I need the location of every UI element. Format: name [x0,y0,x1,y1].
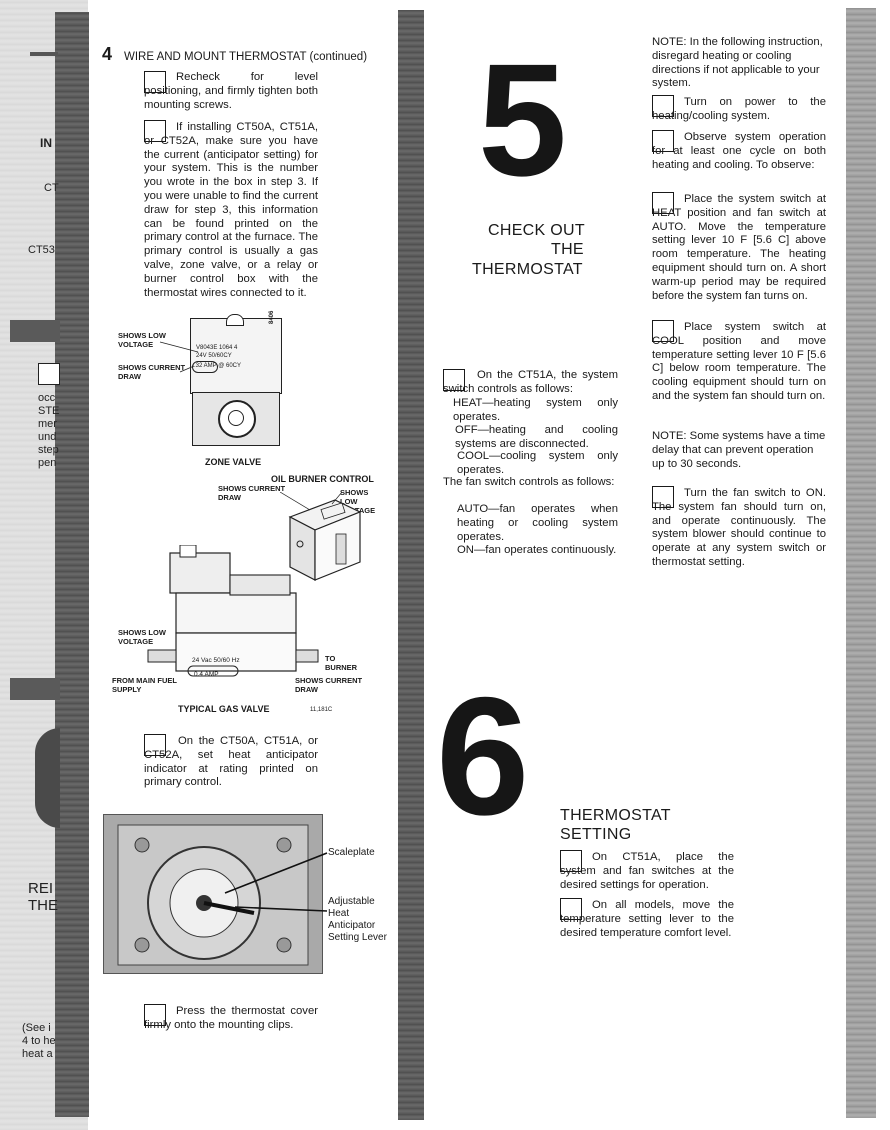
gas-valve-caption: TYPICAL GAS VALVE [178,704,270,714]
section5-title-line2: THE [551,241,584,258]
zone-valve-leader-lines [159,341,199,373]
fragment: heat a [22,1048,53,1060]
step-checkbox[interactable] [560,850,582,872]
fragment: (See i [22,1022,51,1034]
section5-title-line3: THERMOSTAT [472,261,583,278]
ct51a-intro: On the CT51A, the system switch controls… [443,369,618,395]
step-checkbox[interactable] [443,369,465,391]
zone-valve-amp: .32 AMP @ 60CY [194,363,242,369]
section5-step4: Place system switch at COOL position and… [652,321,826,402]
oil-burner-current-draw-label: SHOWS CURRENT DRAW [218,484,286,502]
photo-scaleplate-label: Scaleplate [328,847,375,858]
step-checkbox[interactable] [652,192,674,214]
photo-leader-lines [224,852,328,912]
left-binding-strip [55,12,89,1117]
left-bar-1 [10,320,60,342]
step-checkbox[interactable] [652,320,674,342]
gas-valve-figure-code: 11,181C [310,707,333,713]
section4-step1: Recheck for level positioning, and firml… [144,71,318,111]
zone-valve-rating: 24V 50/60CY [196,353,232,359]
section5-note1: NOTE: In the following instruction, disr… [652,36,823,90]
fragment: STE [38,405,60,417]
step-checkbox[interactable] [144,71,166,93]
section6-title-line1: THERMOSTAT [560,807,671,824]
thermostat-photo [103,814,323,974]
gas-valve-to-burner: TO BURNER [325,654,358,672]
step-checkbox[interactable] [652,95,674,117]
fragment: und [38,431,57,443]
step-checkbox[interactable] [144,1004,166,1026]
zone-valve-side-code: 8406 [269,310,275,324]
fan-intro: The fan switch controls as follows: [443,476,615,488]
fragment: IN [40,136,52,150]
zone-valve-current-draw-label: SHOWS CURRENT DRAW [118,363,186,381]
step-checkbox[interactable] [560,898,582,920]
gas-valve-amp: 0.4 AMP [194,671,219,678]
left-partial-digit [35,728,60,828]
section4-step3: On the CT50A, CT51A, or CT52A, set heat … [144,735,318,789]
section4-step4: Press the thermostat cover firmly onto t… [144,1005,318,1031]
gas-valve-current-draw-label: SHOWS CURRENT DRAW [295,676,363,694]
fragment: occ [38,392,56,404]
zone-valve-low-voltage-label: SHOWS LOW VOLTAGE [118,331,166,349]
fragment: THE [28,897,58,914]
gas-valve-low-voltage-label: SHOWS LOW VOLTAGE [118,628,166,646]
section6-step1: On CT51A, place the system and fan switc… [560,851,734,891]
zone-valve-tab [226,314,244,326]
ct51a-cool: COOL—cooling system only operates. [457,450,618,476]
zone-valve-caption: ZONE VALVE [205,457,262,467]
ct51a-heat: HEAT—heating system only operates. [453,397,618,423]
section5-step1: Turn on power to the heating/cooling sys… [652,96,826,122]
fragment: pen [38,457,57,469]
section4-title: WIRE AND MOUNT THERMOSTAT (continued) [124,51,368,63]
section5-number: 5 [478,30,567,209]
fragment: CT [44,182,59,194]
section5-step5: Turn the fan switch to ON. The system fa… [652,487,826,568]
section4-step2: If installing CT50A, CT51A, or CT52A, ma… [144,121,318,299]
section5-step2: Observe system operation for at least on… [652,131,826,171]
fragment: REI [28,880,54,897]
section6-number: 6 [436,662,530,850]
fragment: 4 to he [22,1035,56,1047]
step-checkbox[interactable] [652,486,674,508]
right-edge-strip [846,8,876,1118]
section5-title-line1: CHECK OUT [488,222,585,239]
ct51a-off: OFF—heating and cooling systems are disc… [455,424,618,450]
fragment: CT53 [28,244,55,256]
fan-auto: AUTO—fan operates when heating or coolin… [457,503,618,543]
fan-on: ON—fan operates continuously. [457,544,617,556]
gas-valve-from-supply: FROM MAIN FUEL SUPPLY [112,676,177,694]
step-checkbox[interactable] [144,734,166,756]
step-checkbox[interactable] [144,120,166,142]
section5-step3: Place the system switch at HEAT position… [652,193,826,302]
section6-title-line2: SETTING [560,826,632,843]
fragment: step [38,444,59,456]
photo-lever-label: Adjustable Heat Anticipator Setting Leve… [328,896,387,943]
section6-step2: On all models, move the temperature sett… [560,899,734,939]
fragment: mer [38,418,57,430]
center-binding-strip [398,10,424,1120]
fragment-checkbox [38,363,60,385]
zone-valve-port-inner [228,410,244,426]
left-dash [30,52,58,56]
gas-valve-rating: 24 Vac 50/60 Hz [192,657,240,664]
oil-burner-caption: OIL BURNER CONTROL [271,474,374,484]
step-checkbox[interactable] [652,130,674,152]
section4-number: 4 [102,44,113,64]
left-bar-2 [10,678,60,700]
oil-burner-drawing [280,492,362,581]
section5-note2: NOTE: Some systems have a time delay tha… [652,430,826,470]
gas-valve-drawing [147,545,319,677]
zone-valve-model: V8043E 1064 4 [196,345,238,351]
